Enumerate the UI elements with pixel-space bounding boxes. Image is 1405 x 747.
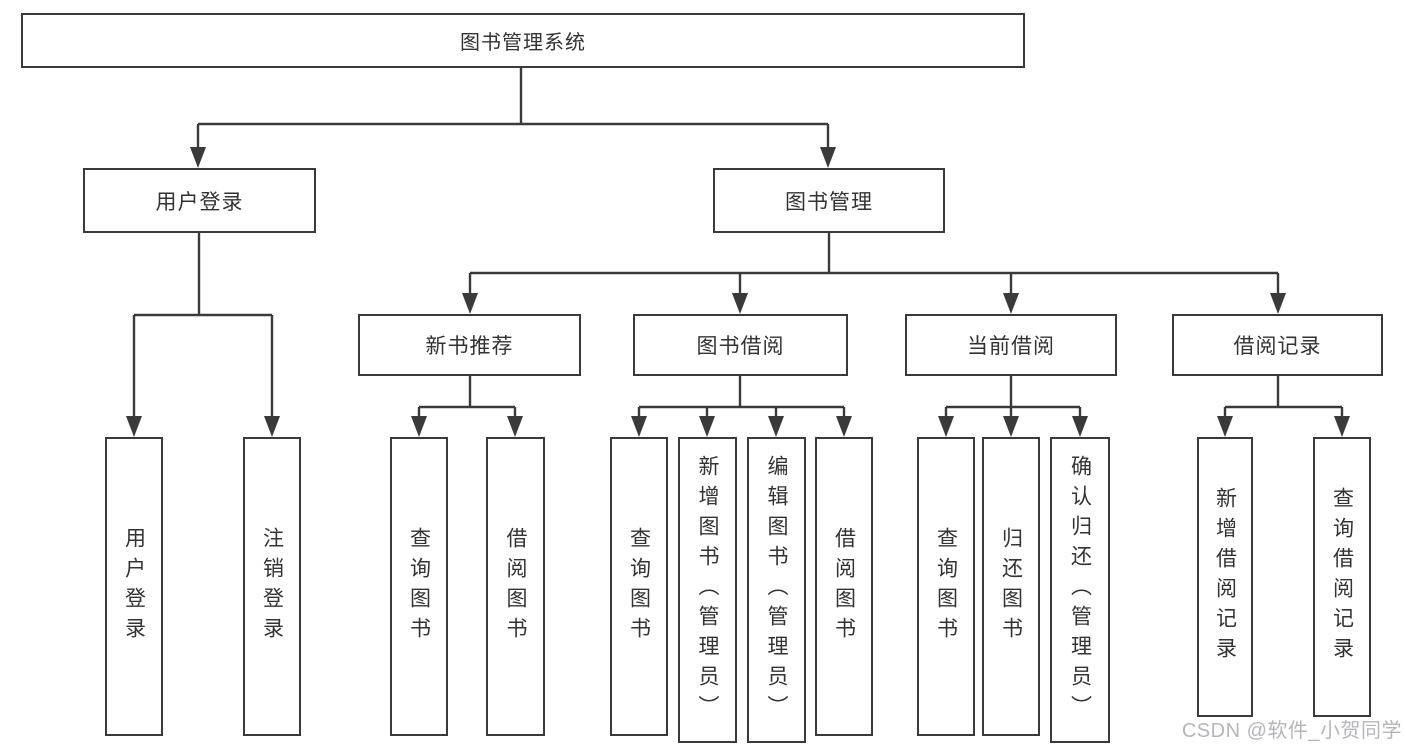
node-new-book-recommend-label: 新书推荐 (425, 335, 514, 358)
node-book-borrowing-label: 图书借阅 (696, 335, 785, 358)
leaf-borrow-books: 借阅图书 (815, 437, 873, 736)
leaf-confirm-return-admin: 确认归还（管理员） (1050, 437, 1110, 743)
node-root-label: 图书管理系统 (460, 32, 586, 54)
leaf-user-login-label: 用户登录 (122, 526, 146, 647)
leaf-edit-books-admin-label: 编辑图书（管理员） (765, 455, 788, 725)
node-user-login: 用户登录 (83, 168, 316, 233)
node-book-management: 图书管理 (713, 168, 945, 233)
leaf-logout-label: 注销登录 (260, 526, 284, 647)
leaf-query-books-borrow: 查询图书 (610, 437, 668, 736)
leaf-query-books-current: 查询图书 (917, 437, 975, 736)
node-borrow-records-label: 借阅记录 (1233, 335, 1322, 358)
csdn-watermark: CSDN @软件_小贺同学 (1181, 720, 1402, 742)
leaf-user-login: 用户登录 (105, 437, 163, 736)
leaf-query-borrow-record-label: 查询借阅记录 (1330, 487, 1354, 667)
node-root: 图书管理系统 (21, 13, 1025, 68)
leaf-return-books-label: 归还图书 (999, 526, 1023, 647)
node-book-management-label: 图书管理 (785, 190, 873, 214)
leaf-query-borrow-record: 查询借阅记录 (1313, 437, 1371, 717)
node-current-borrowing: 当前借阅 (905, 314, 1117, 376)
leaf-edit-books-admin: 编辑图书（管理员） (747, 437, 806, 743)
leaf-borrow-books-recommend-label: 借阅图书 (504, 526, 527, 647)
leaf-query-books-current-label: 查询图书 (934, 526, 958, 647)
connector-path (132, 68, 1344, 418)
leaf-logout: 注销登录 (243, 437, 301, 736)
leaf-query-books-recommend: 查询图书 (390, 437, 448, 736)
leaf-add-borrow-record-label: 新增借阅记录 (1213, 487, 1237, 667)
leaf-query-books-recommend-label: 查询图书 (407, 526, 431, 647)
node-book-borrowing: 图书借阅 (633, 314, 848, 376)
node-new-book-recommend: 新书推荐 (358, 314, 581, 376)
leaf-borrow-books-recommend: 借阅图书 (486, 437, 545, 736)
leaf-add-borrow-record: 新增借阅记录 (1197, 437, 1253, 717)
node-user-login-label: 用户登录 (155, 190, 244, 214)
leaf-add-books-admin-label: 新增图书（管理员） (696, 455, 719, 725)
leaf-query-books-borrow-label: 查询图书 (627, 526, 651, 647)
node-borrow-records: 借阅记录 (1172, 314, 1383, 376)
leaf-borrow-books-label: 借阅图书 (832, 526, 856, 647)
leaf-confirm-return-admin-label: 确认归还（管理员） (1068, 455, 1092, 725)
node-current-borrowing-label: 当前借阅 (967, 335, 1055, 358)
leaf-add-books-admin: 新增图书（管理员） (678, 437, 737, 743)
leaf-return-books: 归还图书 (982, 437, 1040, 736)
